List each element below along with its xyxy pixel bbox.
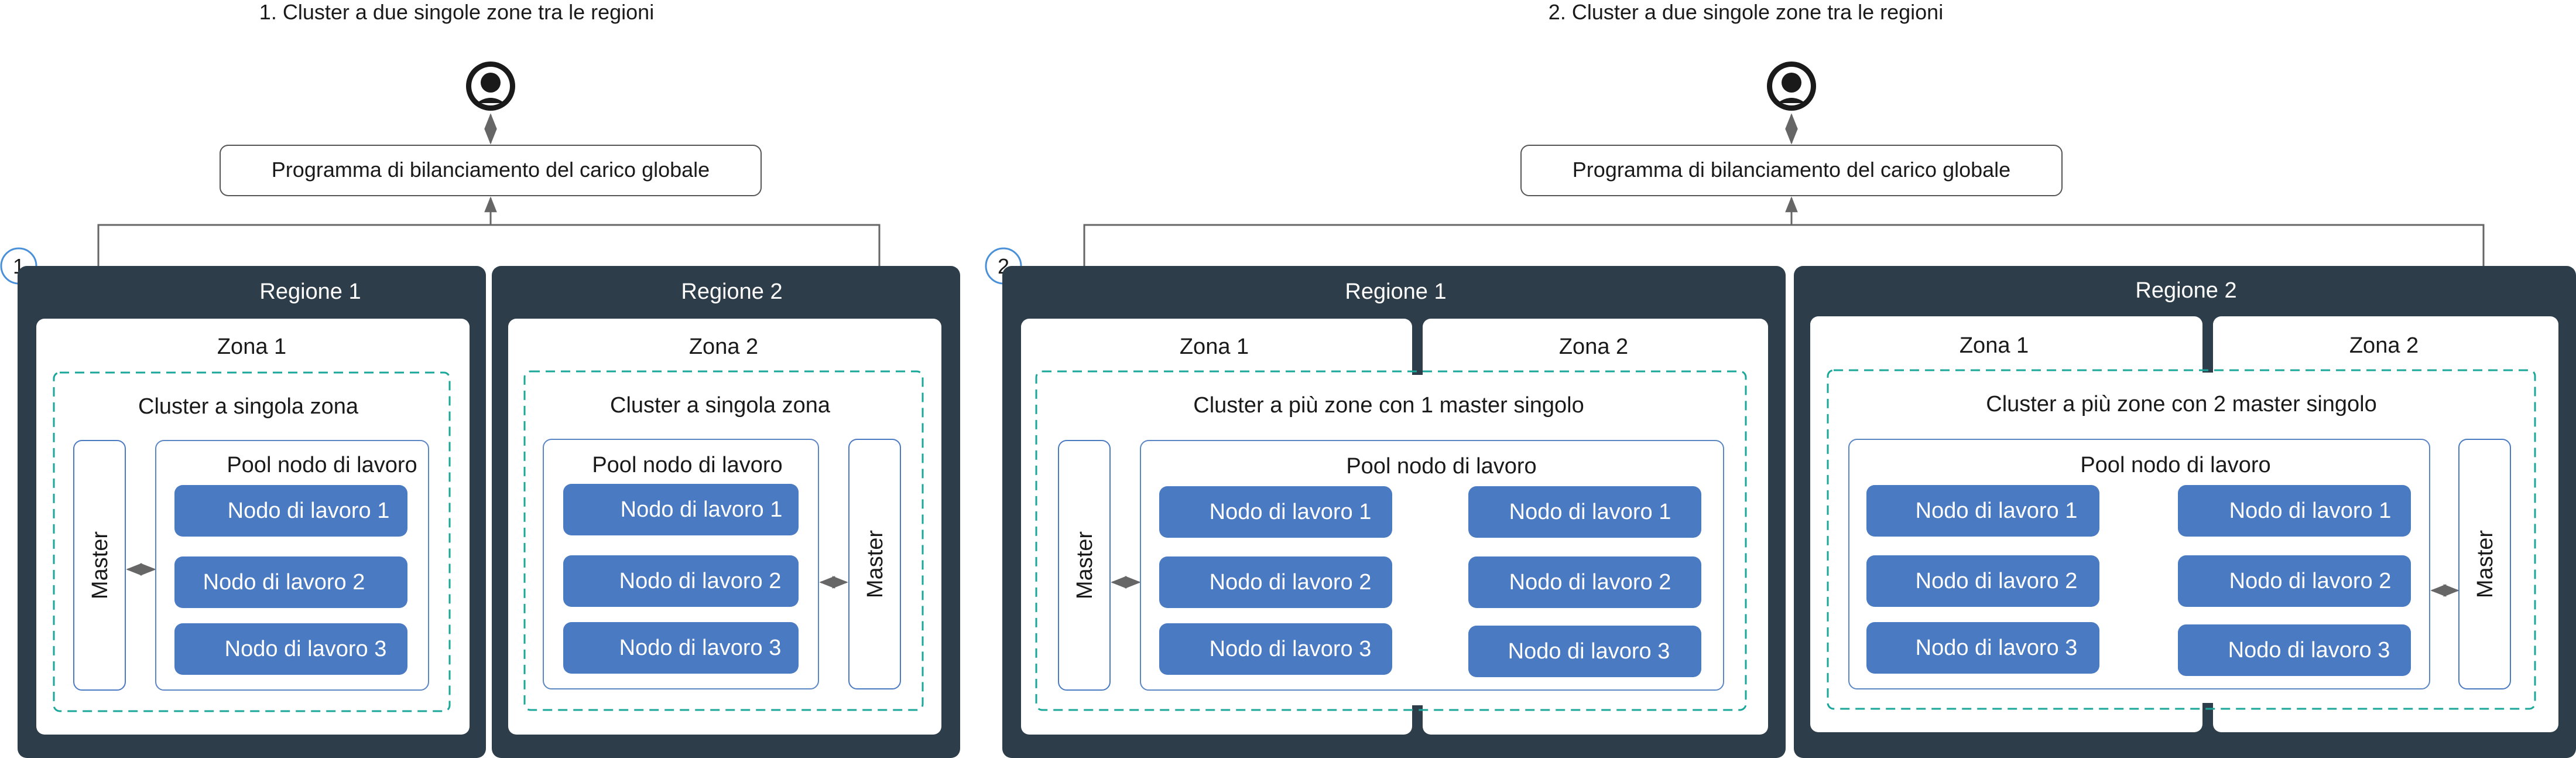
cluster-boundary bbox=[53, 371, 451, 712]
user-icon bbox=[466, 62, 515, 111]
master-box[interactable] bbox=[2458, 439, 2511, 689]
zone-label: Zona 2 bbox=[2349, 333, 2419, 358]
region-label: Regione 2 bbox=[2135, 278, 2236, 303]
worker-node[interactable] bbox=[1159, 623, 1392, 675]
worker-node-label: Nodo di lavoro 3 bbox=[1508, 639, 1670, 664]
master-label: Master bbox=[1073, 531, 1097, 599]
cluster-label: Cluster a singola zona bbox=[138, 394, 359, 419]
pool-label: Pool nodo di lavoro bbox=[2080, 453, 2270, 477]
master-label: Master bbox=[88, 531, 112, 599]
diagram-title: 1. Cluster a due singole zone tra le reg… bbox=[259, 0, 654, 24]
worker-node[interactable] bbox=[1866, 485, 2099, 537]
pool-label: Pool nodo di lavoro bbox=[227, 453, 417, 477]
worker-node[interactable] bbox=[1159, 486, 1392, 538]
diagram-title: 2. Cluster a due singole zone tra le reg… bbox=[1549, 0, 1943, 24]
worker-node[interactable] bbox=[2178, 624, 2411, 676]
region-1: Regione 1 Zona 1 Zona 2 Cluster a più zo… bbox=[1002, 266, 1786, 758]
master-box[interactable] bbox=[73, 440, 126, 691]
worker-node[interactable] bbox=[1468, 556, 1701, 608]
cluster-label: Cluster a più zone con 1 master singolo bbox=[1193, 393, 1584, 418]
region-label: Regione 2 bbox=[681, 279, 782, 304]
glb-box[interactable] bbox=[220, 145, 762, 196]
glb-label: Programma di bilanciamento del carico gl… bbox=[272, 158, 710, 182]
zone-label: Zona 2 bbox=[689, 334, 758, 359]
region-label: Regione 1 bbox=[1345, 279, 1446, 304]
worker-node[interactable] bbox=[2178, 555, 2411, 607]
worker-node-label: Nodo di lavoro 2 bbox=[2229, 569, 2392, 593]
worker-node[interactable] bbox=[1866, 555, 2099, 607]
master-label: Master bbox=[863, 530, 888, 598]
region-label: Regione 1 bbox=[259, 279, 361, 304]
worker-node-label: Nodo di lavoro 1 bbox=[1210, 500, 1372, 524]
worker-node-label: Nodo di lavoro 2 bbox=[1509, 570, 1671, 595]
worker-node[interactable] bbox=[563, 622, 799, 674]
worker-node-label: Nodo di lavoro 1 bbox=[1509, 500, 1671, 524]
worker-node[interactable] bbox=[174, 485, 407, 537]
worker-node-label: Nodo di lavoro 2 bbox=[1210, 570, 1372, 595]
worker-node-label: Nodo di lavoro 2 bbox=[1916, 569, 2078, 593]
worker-node[interactable] bbox=[1159, 556, 1392, 608]
worker-node-label: Nodo di lavoro 1 bbox=[621, 497, 783, 522]
cluster-label: Cluster a singola zona bbox=[610, 393, 831, 418]
worker-node[interactable] bbox=[1468, 626, 1701, 677]
master-box[interactable] bbox=[848, 439, 901, 689]
zone-label: Zona 2 bbox=[1559, 334, 1628, 359]
cluster-boundary bbox=[1035, 370, 1747, 711]
worker-node-label: Nodo di lavoro 2 bbox=[203, 570, 365, 595]
zone-label: Zona 1 bbox=[1180, 334, 1249, 359]
zone-label: Zona 1 bbox=[1960, 333, 2029, 358]
worker-node[interactable] bbox=[1468, 486, 1701, 538]
worker-node[interactable] bbox=[2178, 485, 2411, 537]
diagram-2: 2. Cluster a due singole zone tra le reg… bbox=[985, 0, 2576, 758]
cluster-label: Cluster a più zone con 2 master singolo bbox=[1986, 392, 2376, 416]
diagram-1: 1. Cluster a due singole zone tra le reg… bbox=[0, 0, 960, 758]
worker-node[interactable] bbox=[563, 555, 799, 607]
worker-node[interactable] bbox=[174, 556, 407, 608]
worker-node-label: Nodo di lavoro 1 bbox=[228, 498, 390, 523]
worker-node[interactable] bbox=[174, 623, 407, 675]
worker-node-label: Nodo di lavoro 3 bbox=[2228, 638, 2390, 663]
worker-node-label: Nodo di lavoro 3 bbox=[619, 636, 782, 660]
pool-label: Pool nodo di lavoro bbox=[1346, 454, 1536, 479]
worker-node-label: Nodo di lavoro 3 bbox=[1916, 636, 2078, 660]
glb-label: Programma di bilanciamento del carico gl… bbox=[1573, 158, 2010, 182]
worker-node-label: Nodo di lavoro 1 bbox=[1916, 498, 2078, 523]
worker-node[interactable] bbox=[1866, 622, 2099, 674]
worker-node[interactable] bbox=[563, 484, 799, 535]
worker-node-label: Nodo di lavoro 3 bbox=[225, 637, 387, 661]
region-2: Regione 2 Zona 2 Cluster a singola zona … bbox=[492, 266, 960, 758]
cluster-boundary bbox=[1827, 369, 2536, 710]
user-icon bbox=[1767, 62, 1816, 111]
region-1: Regione 1 Zona 1 Cluster a singola zona … bbox=[18, 266, 486, 758]
region-2: Regione 2 Zona 1 Zona 2 Cluster a più zo… bbox=[1794, 266, 2576, 758]
worker-node-label: Nodo di lavoro 3 bbox=[1210, 637, 1372, 661]
master-label: Master bbox=[2473, 530, 2498, 598]
zone-label: Zona 1 bbox=[217, 334, 286, 359]
pool-label: Pool nodo di lavoro bbox=[592, 453, 782, 477]
worker-node-label: Nodo di lavoro 2 bbox=[619, 569, 782, 593]
glb-box[interactable] bbox=[1520, 145, 2063, 196]
master-box[interactable] bbox=[1058, 440, 1111, 691]
worker-node-label: Nodo di lavoro 1 bbox=[2229, 498, 2392, 523]
